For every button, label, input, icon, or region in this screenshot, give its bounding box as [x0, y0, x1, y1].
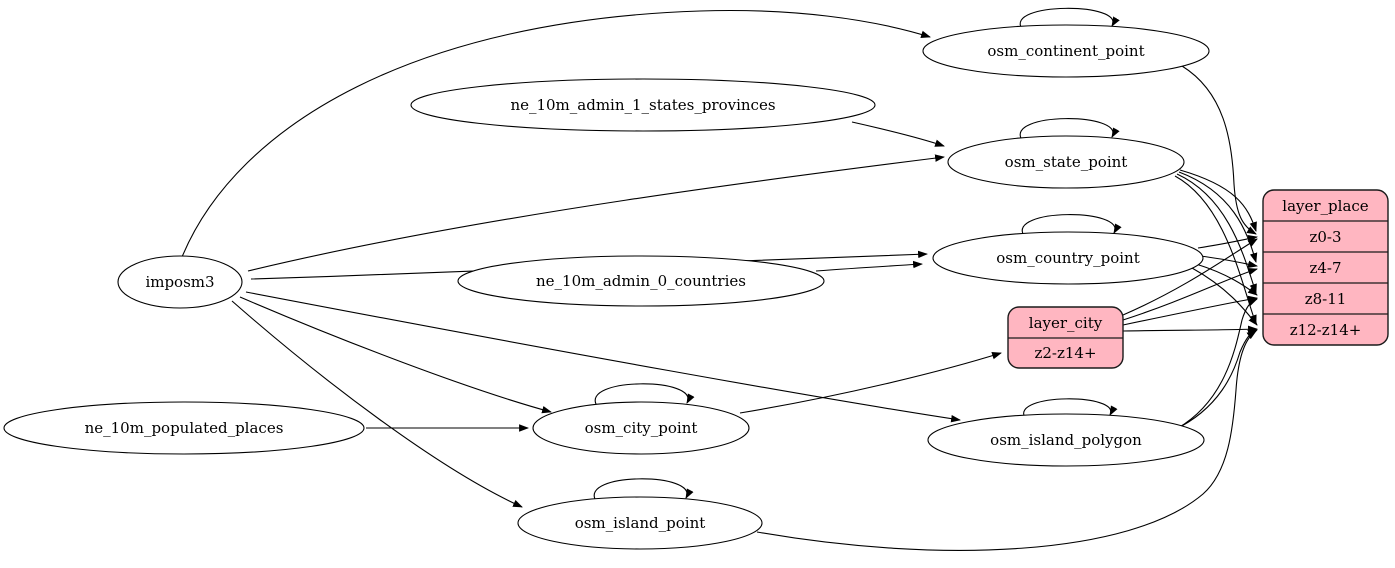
edge-osm_state_point-to-layer_place-z0-3	[1179, 169, 1257, 232]
edge-osm_country_point-to-layer_place-z0-3	[1197, 235, 1258, 249]
self-loop-osm_state_point	[1019, 118, 1120, 141]
node-osm_state_point: osm_state_point	[947, 135, 1185, 189]
record-layer_city-title: layer_city	[1029, 314, 1103, 332]
record-layer_city-row-z2-z14: z2-z14+	[1034, 344, 1096, 362]
self-loop-osm_continent_point	[1019, 7, 1120, 30]
record-layer_place-title: layer_place	[1282, 197, 1369, 215]
edge-osm_city_point-to-layer_city-z2-z14	[739, 352, 1002, 414]
record-layer_place-shape	[1262, 189, 1389, 346]
node-osm_island_point-shape	[517, 496, 763, 550]
node-imposm3-shape	[117, 255, 243, 309]
node-ne_10m_admin_1_states_provinces-shape	[410, 78, 876, 132]
node-osm_country_point: osm_country_point	[932, 231, 1204, 285]
node-osm_island_point-label: osm_island_point	[575, 514, 706, 532]
node-osm_city_point-label: osm_city_point	[585, 419, 698, 437]
edge-layer_city-to-layer_place-z4-7	[1122, 268, 1258, 321]
node-osm_city_point: osm_city_point	[532, 401, 750, 455]
node-ne_10m_admin_0_countries-label: ne_10m_admin_0_countries	[536, 272, 746, 290]
edge-osm_state_point-to-layer_place-z12-z14	[1174, 175, 1257, 325]
node-ne_10m_admin_0_countries-shape	[457, 255, 825, 307]
node-osm_island_polygon-label: osm_island_polygon	[990, 431, 1142, 449]
node-ne_10m_admin_0_countries: ne_10m_admin_0_countries	[457, 255, 825, 307]
self-loop-osm_city_point	[594, 383, 695, 407]
edge-imposm3-to-osm_state_point	[247, 154, 945, 272]
node-ne_10m_populated_places-label: ne_10m_populated_places	[85, 419, 284, 437]
edge-layer_city-to-layer_place-z0-3	[1122, 238, 1258, 316]
edge-osm_state_point-to-layer_place-z4-7	[1178, 171, 1258, 263]
node-osm_continent_point: osm_continent_point	[922, 24, 1210, 78]
edge-layer_city-to-layer_place-z8-11	[1122, 295, 1258, 326]
edges	[181, 7, 1258, 551]
edge-osm_island_point-to-layer_place-z12-z14	[756, 330, 1257, 551]
node-ne_10m_populated_places: ne_10m_populated_places	[3, 401, 365, 455]
edge-imposm3-to-osm_continent_point	[181, 9, 931, 258]
node-ne_10m_admin_1_states_provinces: ne_10m_admin_1_states_provinces	[410, 78, 876, 132]
node-osm_state_point-shape	[947, 135, 1185, 189]
node-osm_island_polygon-shape	[927, 413, 1205, 467]
edge-osm_country_point-to-layer_place-z4-7	[1199, 255, 1258, 268]
edge-imposm3-to-osm_city_point	[239, 296, 552, 414]
edge-osm_continent_point-to-layer_place-z0-3	[1181, 65, 1257, 235]
node-osm_country_point-shape	[932, 231, 1204, 285]
edge-osm_island_polygon-to-layer_place-z8-11	[1177, 298, 1258, 429]
node-osm_state_point-label: osm_state_point	[1005, 153, 1128, 171]
node-osm_island_polygon: osm_island_polygon	[927, 413, 1205, 467]
node-imposm3: imposm3	[117, 255, 243, 309]
record-layer_place-row-z4-7: z4-7	[1309, 259, 1341, 277]
record-layer_place: layer_place z0-3 z4-7 z8-11 z12-z14+	[1262, 189, 1389, 346]
record-layer_place-row-z8-11: z8-11	[1305, 290, 1347, 308]
node-osm_continent_point-label: osm_continent_point	[987, 42, 1144, 60]
edge-imposm3-to-osm_island_polygon	[245, 291, 961, 423]
self-loop-osm_country_point	[1021, 214, 1122, 237]
edge-osm_state_point-to-layer_place-z8-11	[1176, 173, 1257, 294]
node-osm_continent_point-shape	[922, 24, 1210, 78]
edge-osm_country_point-to-layer_place-z8-11	[1195, 263, 1258, 296]
node-ne_10m_populated_places-shape	[3, 401, 365, 455]
node-osm_city_point-shape	[532, 401, 750, 455]
node-ne_10m_admin_1_states_provinces-label: ne_10m_admin_1_states_provinces	[510, 96, 775, 114]
self-loop-osm_island_point	[593, 478, 694, 502]
record-layer_place-row-z0-3: z0-3	[1309, 228, 1341, 246]
edge-ne_10m_admin_1_states_provinces-to-osm_state_point	[851, 121, 945, 147]
edge-imposm3-to-osm_island_point	[231, 300, 523, 508]
edge-layer_city-to-layer_place-z12-z14	[1122, 325, 1258, 334]
node-osm_island_point: osm_island_point	[517, 496, 763, 550]
self-loop-osm_island_polygon	[1023, 398, 1118, 419]
edge-ne_10m_admin_0_countries-to-osm_country_point	[815, 260, 923, 272]
record-layer_place-row-z12-z14: z12-z14+	[1290, 321, 1362, 339]
record-layer_city: layer_city z2-z14+	[1007, 306, 1124, 369]
node-imposm3-label: imposm3	[145, 273, 214, 291]
node-osm_country_point-label: osm_country_point	[996, 249, 1140, 267]
